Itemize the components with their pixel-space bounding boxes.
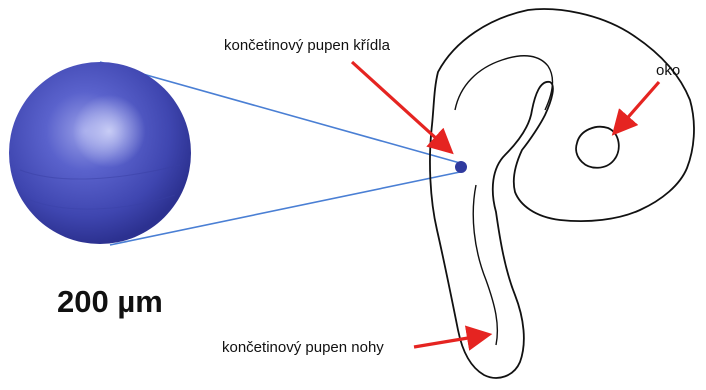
limb-bud-dot [455,161,467,173]
embryo-outline [430,9,694,378]
label-eye: oko [656,63,680,78]
embryo-lower-inner-outline [473,185,497,345]
label-wing-bud: končetinový pupen křídla [224,38,390,53]
arrow-leg-bud [414,335,486,347]
scale-label: 200 µm [57,286,163,317]
eye-outline [576,127,619,168]
embryo-inner-outline [455,56,552,110]
magnified-bud-sphere [9,62,191,244]
label-leg-bud: končetinový pupen nohy [222,340,384,355]
arrow-eye [616,82,659,131]
